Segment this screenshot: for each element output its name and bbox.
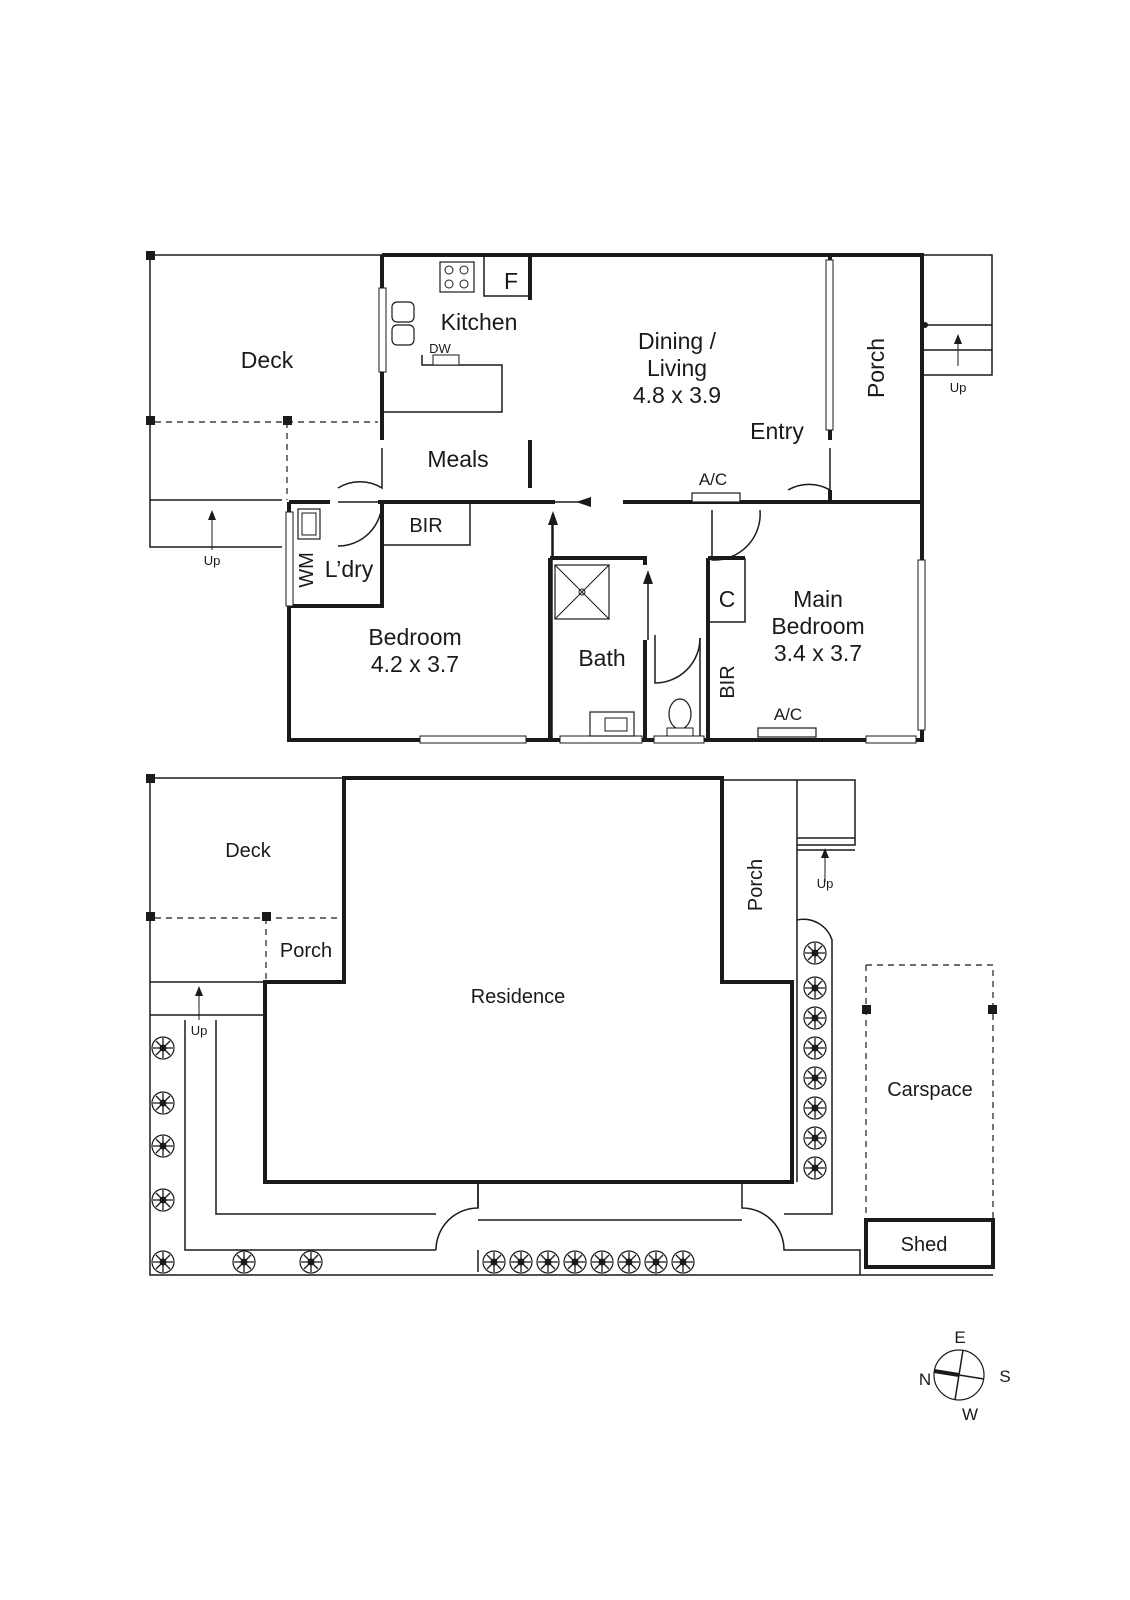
floor-plan: Deck Kitchen DW F Dining / Living 4.8 x … — [146, 251, 993, 744]
bir-laundry-label: BIR — [409, 515, 442, 537]
porch-stairs-up-label: Up — [950, 380, 967, 395]
porch-label: Porch — [863, 338, 889, 398]
dining-label-line1: Dining / — [638, 328, 717, 354]
deck-stairs-up-label: Up — [204, 553, 221, 568]
residence-label: Residence — [471, 986, 566, 1008]
fixtures — [297, 261, 817, 738]
site-up-right-label: Up — [817, 876, 834, 891]
door-swings — [337, 448, 831, 684]
main-bedroom-dimensions: 3.4 x 3.7 — [774, 640, 862, 666]
ac-main-label: A/C — [774, 705, 802, 724]
laundry-label: L’dry — [325, 556, 374, 582]
carspace-outline — [865, 964, 994, 1218]
site-deck-label: Deck — [225, 840, 272, 862]
site-plan: Deck Porch Porch Residence Carspace Shed… — [146, 774, 997, 1276]
shed-outline — [864, 1218, 995, 1269]
compass-south: S — [999, 1367, 1010, 1386]
compass-east: E — [954, 1328, 965, 1347]
deck-area — [146, 251, 382, 550]
site-porch-right-label: Porch — [745, 859, 767, 911]
residence-outline — [263, 776, 794, 1184]
ac-unit-hall — [691, 492, 741, 503]
deck-label: Deck — [241, 347, 294, 373]
kitchen-label: Kitchen — [441, 309, 518, 335]
dining-label-line2: Living — [647, 355, 707, 381]
bedroom-dimensions: 4.2 x 3.7 — [371, 651, 459, 677]
sink-icon — [391, 301, 415, 323]
ac-hall-label: A/C — [699, 470, 727, 489]
fridge-label: F — [504, 268, 518, 294]
entry-label: Entry — [750, 418, 804, 444]
bedroom-label: Bedroom — [368, 624, 461, 650]
porch-stairs — [922, 254, 993, 376]
compass-north: N — [919, 1370, 931, 1389]
site-porch-left-label: Porch — [280, 940, 332, 962]
cupboard-label: C — [719, 586, 736, 612]
bath-label: Bath — [578, 645, 625, 671]
compass-west: W — [962, 1405, 978, 1424]
ac-unit-main — [757, 727, 817, 738]
meals-label: Meals — [427, 446, 488, 472]
bir-main-label: BIR — [717, 665, 739, 698]
compass-rose-icon: N E S W — [919, 1328, 1011, 1424]
dishwasher-label: DW — [429, 341, 451, 356]
cooktop-icon — [439, 261, 475, 293]
washing-machine-label: WM — [296, 552, 318, 588]
site-up-left-label: Up — [191, 1023, 208, 1038]
main-bedroom-label-line1: Main — [793, 586, 843, 612]
circulation-arrows — [545, 497, 653, 740]
main-bedroom-label-line2: Bedroom — [771, 613, 864, 639]
toilet-icon — [668, 698, 692, 730]
carspace-label: Carspace — [887, 1079, 973, 1101]
dining-dimensions: 4.8 x 3.9 — [633, 382, 721, 408]
shed-label: Shed — [901, 1234, 948, 1256]
